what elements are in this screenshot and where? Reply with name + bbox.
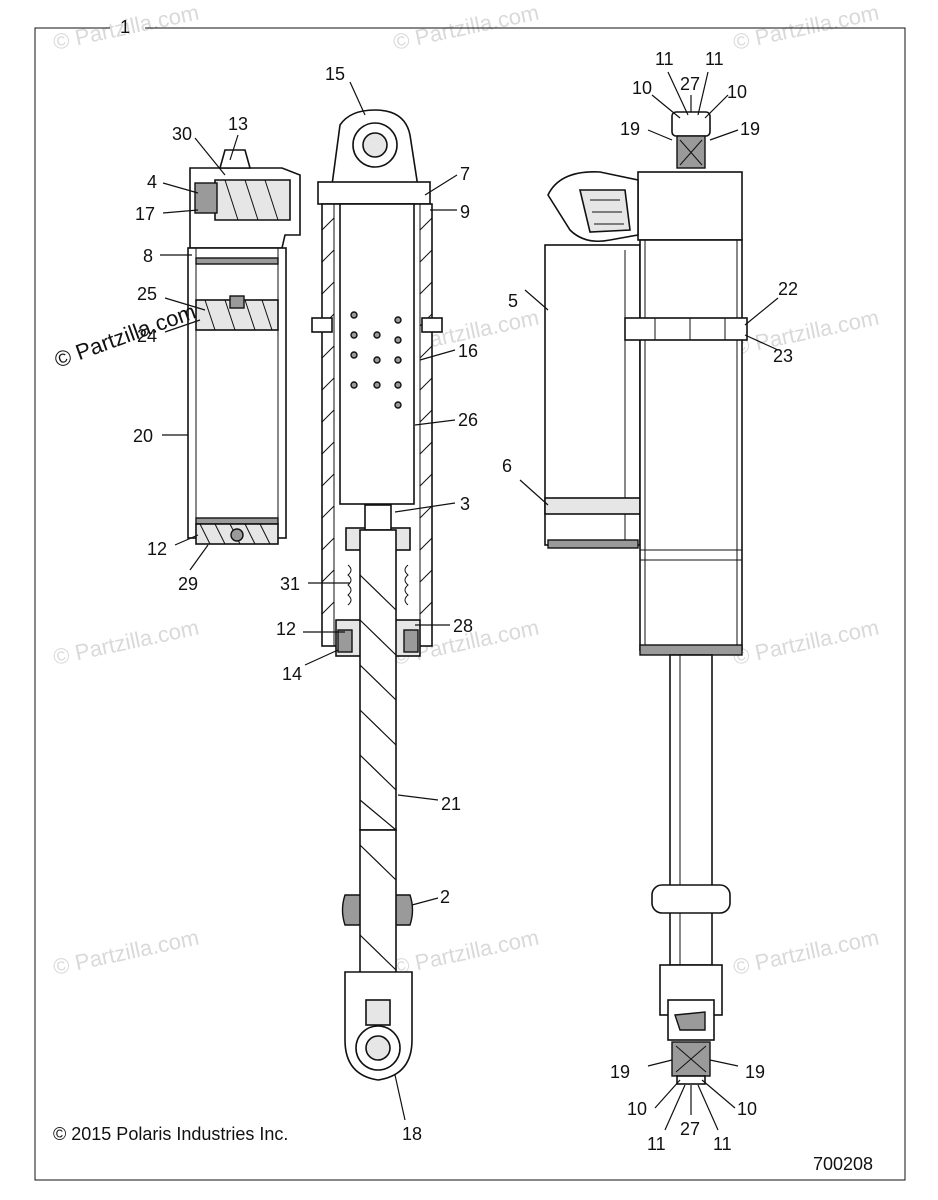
callout-25: 25: [137, 284, 157, 304]
bypass-holes: [350, 311, 402, 409]
callout-5: 5: [508, 291, 518, 311]
callout-31: 31: [280, 574, 300, 594]
callout-10: 10: [737, 1099, 757, 1119]
shaft-hatch: [359, 574, 397, 831]
watermark-text: © Partzilla.com: [391, 0, 541, 55]
callout-8: 8: [143, 246, 153, 266]
callout-19: 19: [620, 119, 640, 139]
callout-30: 30: [172, 124, 192, 144]
copyright-text: © 2015 Polaris Industries Inc.: [53, 1124, 288, 1144]
callout-28: 28: [453, 616, 473, 636]
watermark-text: © Partzilla.com: [731, 615, 881, 670]
callout-11: 11: [655, 49, 674, 69]
watermark-prominent: © Partzilla.com: [51, 299, 199, 373]
callout-27: 27: [680, 1119, 700, 1139]
callout-12: 12: [276, 619, 296, 639]
callout-11: 11: [647, 1134, 666, 1154]
watermark-text: © Partzilla.com: [731, 0, 881, 55]
callout-11: 11: [713, 1134, 732, 1154]
callout-4: 4: [147, 172, 157, 192]
callout-labels: 15 7 9 30 13 4 17 8 25 24 20 16 26 3 12 …: [133, 49, 798, 1154]
callout-27: 27: [680, 74, 700, 94]
assembled-shock: [544, 111, 748, 1085]
callout-24: 24: [137, 326, 157, 346]
watermark-text: © Partzilla.com: [51, 615, 201, 670]
callout-10: 10: [627, 1099, 647, 1119]
callout-16: 16: [458, 341, 478, 361]
callout-7: 7: [460, 164, 470, 184]
callout-23: 23: [773, 346, 793, 366]
watermark-text: © Partzilla.com: [51, 925, 201, 980]
reservoir-section: [187, 149, 301, 545]
watermark-text: © Partzilla.com: [391, 925, 541, 980]
callout-19: 19: [740, 119, 760, 139]
callout-29: 29: [178, 574, 198, 594]
callout-14: 14: [282, 664, 302, 684]
callout-15: 15: [325, 64, 345, 84]
shock-body-section: [311, 109, 443, 1081]
callout-26: 26: [458, 410, 478, 430]
callout-22: 22: [778, 279, 798, 299]
diagram-frame: [34, 27, 906, 1181]
leader-lines: [160, 71, 779, 1131]
callout-19: 19: [610, 1062, 630, 1082]
callout-13: 13: [228, 114, 248, 134]
callout-10: 10: [632, 78, 652, 98]
callout-20: 20: [133, 426, 153, 446]
callout-1: 1: [120, 17, 130, 37]
callout-6: 6: [502, 456, 512, 476]
watermark-layer: © Partzilla.com © Partzilla.com © Partzi…: [51, 0, 881, 980]
diagram-id: 700208: [813, 1154, 873, 1174]
callout-21: 21: [441, 794, 461, 814]
callout-2: 2: [440, 887, 450, 907]
watermark-text: © Partzilla.com: [731, 925, 881, 980]
callout-12: 12: [147, 539, 167, 559]
callout-9: 9: [460, 202, 470, 222]
callout-17: 17: [135, 204, 155, 224]
callout-3: 3: [460, 494, 470, 514]
callout-10: 10: [727, 82, 747, 102]
callout-19: 19: [745, 1062, 765, 1082]
callout-11: 11: [705, 49, 724, 69]
watermark-text: © Partzilla.com: [731, 305, 881, 360]
callout-18: 18: [402, 1124, 422, 1144]
